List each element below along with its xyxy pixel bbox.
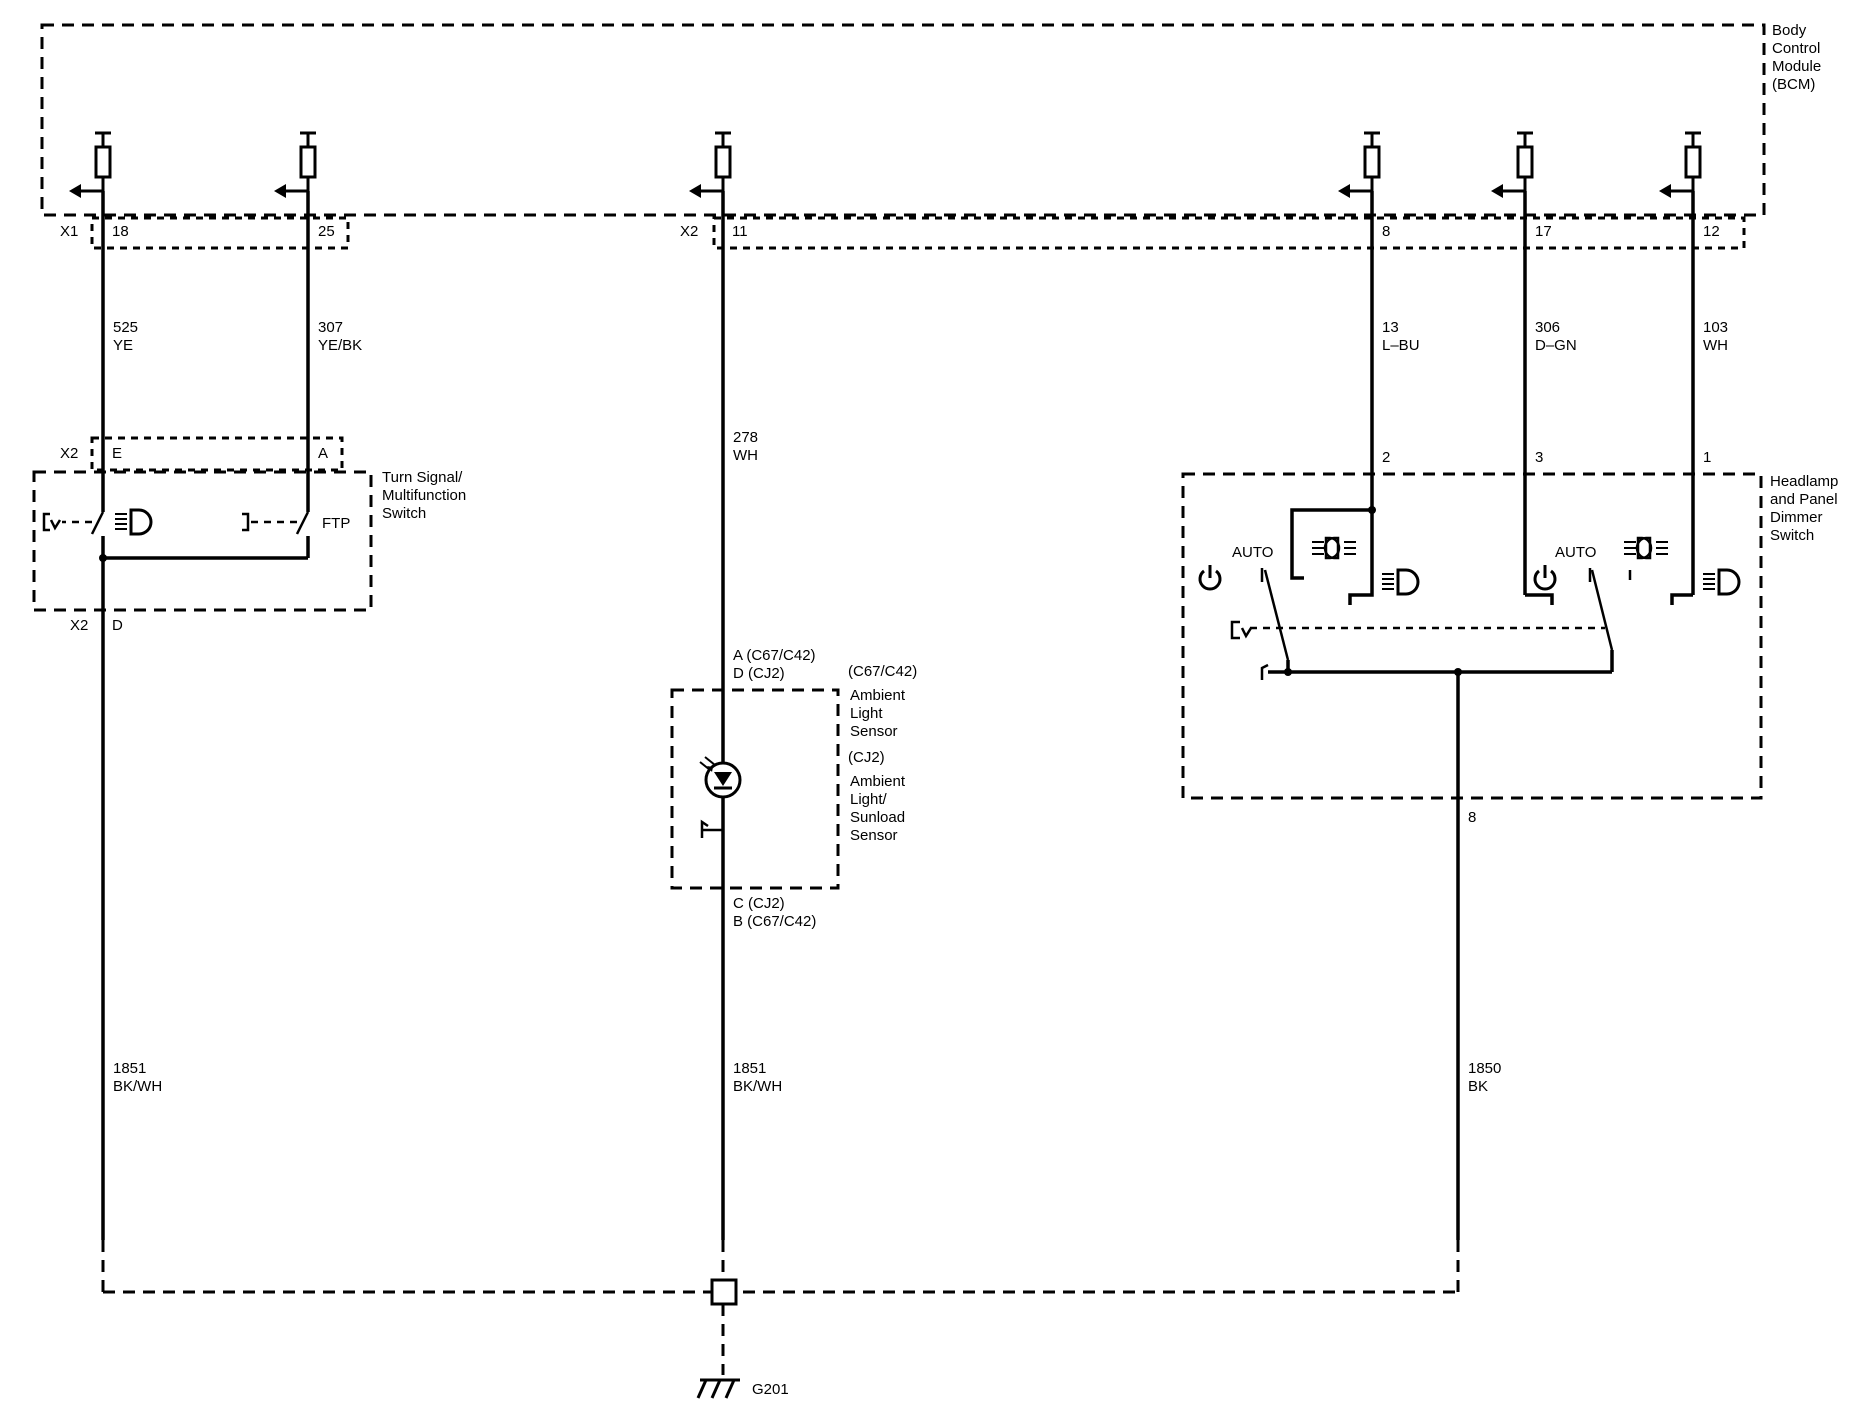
wire-1851-mid-circuit: 1851 [733, 1060, 766, 1077]
ftp-switch-blade [295, 511, 310, 535]
bcm-input-18 [67, 131, 113, 200]
sensor-variant1-name: Ambient Light Sensor [850, 687, 909, 740]
bcm-input-11 [687, 131, 733, 200]
bcm-pin-11: 11 [732, 223, 748, 240]
power-icon-2 [1533, 563, 1557, 591]
wire-307-color: YE/BK [318, 337, 362, 354]
bcm-pin-8: 8 [1382, 223, 1390, 240]
momentary-v-icon [49, 519, 62, 531]
turn-switch-pin-a: A [318, 445, 328, 462]
wire-278-circuit: 278 [733, 429, 758, 446]
wire-525-color: YE [113, 337, 133, 354]
bcm-label: Body Control Module (BCM) [1772, 22, 1825, 93]
sensor-variant2-code: (CJ2) [848, 749, 885, 766]
flash-switch-blade [90, 511, 105, 535]
bcm-input-8 [1336, 131, 1382, 200]
headlamp-icon-2 [1701, 568, 1741, 596]
bcm-pin-18: 18 [112, 223, 129, 240]
wire-278-color: WH [733, 447, 758, 464]
wire-labels: 525 YE 307 YE/BK 278 WH 13 L–BU 306 D–GN… [113, 319, 1728, 1095]
bcm-pin-17: 17 [1535, 223, 1552, 240]
momentary-icon [42, 512, 50, 532]
bcm-x1-label: X1 [60, 223, 78, 240]
sensor-variant1-code: (C67/C42) [848, 663, 917, 680]
park-lamp-icon-2 [1622, 536, 1670, 560]
park-contact-wire [1290, 508, 1372, 580]
bcm-connector-x2 [712, 216, 1746, 250]
body-control-module: Body Control Module (BCM) X1 18 25 X2 11… [40, 22, 1825, 250]
high-beam-icon [113, 508, 153, 536]
turn-switch-x2-top-label: X2 [60, 445, 78, 462]
wire-307-circuit: 307 [318, 319, 343, 336]
bcm-pin-12: 12 [1703, 223, 1720, 240]
sensor-pin-b: B (C67/C42) [733, 913, 816, 930]
wire-1850-color: BK [1468, 1078, 1488, 1095]
wire-1851-mid-color: BK/WH [733, 1078, 782, 1095]
wire-1850-circuit: 1850 [1468, 1060, 1501, 1077]
wire-103-circuit: 103 [1703, 319, 1728, 336]
park-lamp-icon [1310, 536, 1358, 560]
wire-306-circuit: 306 [1535, 319, 1560, 336]
pin1-contact-wire [1670, 593, 1693, 605]
ambient-light-sensor: A (C67/C42) D (CJ2) (C67/C42) Ambient Li… [670, 647, 917, 930]
hl-switch-pin-1: 1 [1703, 449, 1711, 466]
detent-icon [242, 512, 250, 532]
bcm-input-25 [272, 131, 318, 200]
wire-13-circuit: 13 [1382, 319, 1399, 336]
hl-switch-pin-2: 2 [1382, 449, 1390, 466]
head-contact-wire [1348, 510, 1374, 605]
turn-switch-boundary [32, 470, 373, 612]
wire-103-color: WH [1703, 337, 1728, 354]
rotary-blade-1 [1263, 569, 1290, 661]
bcm-input-17 [1489, 131, 1535, 200]
wire-1851-left-color: BK/WH [113, 1078, 162, 1095]
bcm-x2-label: X2 [680, 223, 698, 240]
sensor-variant2-name: Ambient Light/ Sunload Sensor [850, 773, 909, 844]
turn-signal-multifunction-switch: X2 E A Turn Signal/ Multifunction Switch… [32, 436, 470, 634]
turn-switch-connector-top [90, 436, 344, 472]
sensor-pin-c: C (CJ2) [733, 895, 785, 912]
turn-switch-pin-d: D [112, 617, 123, 634]
bcm-boundary [40, 23, 1766, 217]
hl-switch-boundary [1181, 472, 1763, 800]
wire-13-color: L–BU [1382, 337, 1420, 354]
power-icon-1 [1198, 563, 1222, 591]
hl-switch-label: Headlamp and Panel Dimmer Switch [1770, 473, 1843, 544]
auto-label-1: AUTO [1232, 544, 1273, 561]
wire-306-color: D–GN [1535, 337, 1577, 354]
turn-switch-label: Turn Signal/ Multifunction Switch [382, 469, 470, 522]
bcm-input-12 [1657, 131, 1703, 200]
wires [101, 191, 1695, 1240]
rotary-blade-2 [1590, 569, 1614, 651]
sensor-pin-d: D (CJ2) [733, 665, 785, 682]
headlamp-icon-1 [1380, 568, 1420, 596]
ground-circuit: G201 [101, 1240, 1460, 1399]
auto-label-2: AUTO [1555, 544, 1596, 561]
wire-1851-left-circuit: 1851 [113, 1060, 146, 1077]
turn-switch-x2-bottom-label: X2 [70, 617, 88, 634]
ground-label: G201 [752, 1381, 789, 1398]
hl-switch-pin-8: 8 [1468, 809, 1476, 826]
hl-switch-pin-3: 3 [1535, 449, 1543, 466]
wire-525-circuit: 525 [113, 319, 138, 336]
ground-splice [710, 1278, 738, 1306]
ground-icon [696, 1378, 740, 1399]
ftp-label: FTP [322, 515, 350, 532]
momentary-icon-2 [1230, 620, 1240, 640]
sensor-connector-icon [700, 819, 723, 838]
pin3-contact-wire [1525, 593, 1554, 605]
sensor-boundary [670, 688, 840, 890]
headlamp-panel-dimmer-switch: 2 3 1 Headlamp and Panel Dimmer Switch A… [1181, 449, 1843, 826]
sensor-pin-a: A (C67/C42) [733, 647, 816, 664]
splice-dot [99, 554, 107, 562]
bcm-pin-25: 25 [318, 223, 335, 240]
turn-switch-pin-e: E [112, 445, 122, 462]
